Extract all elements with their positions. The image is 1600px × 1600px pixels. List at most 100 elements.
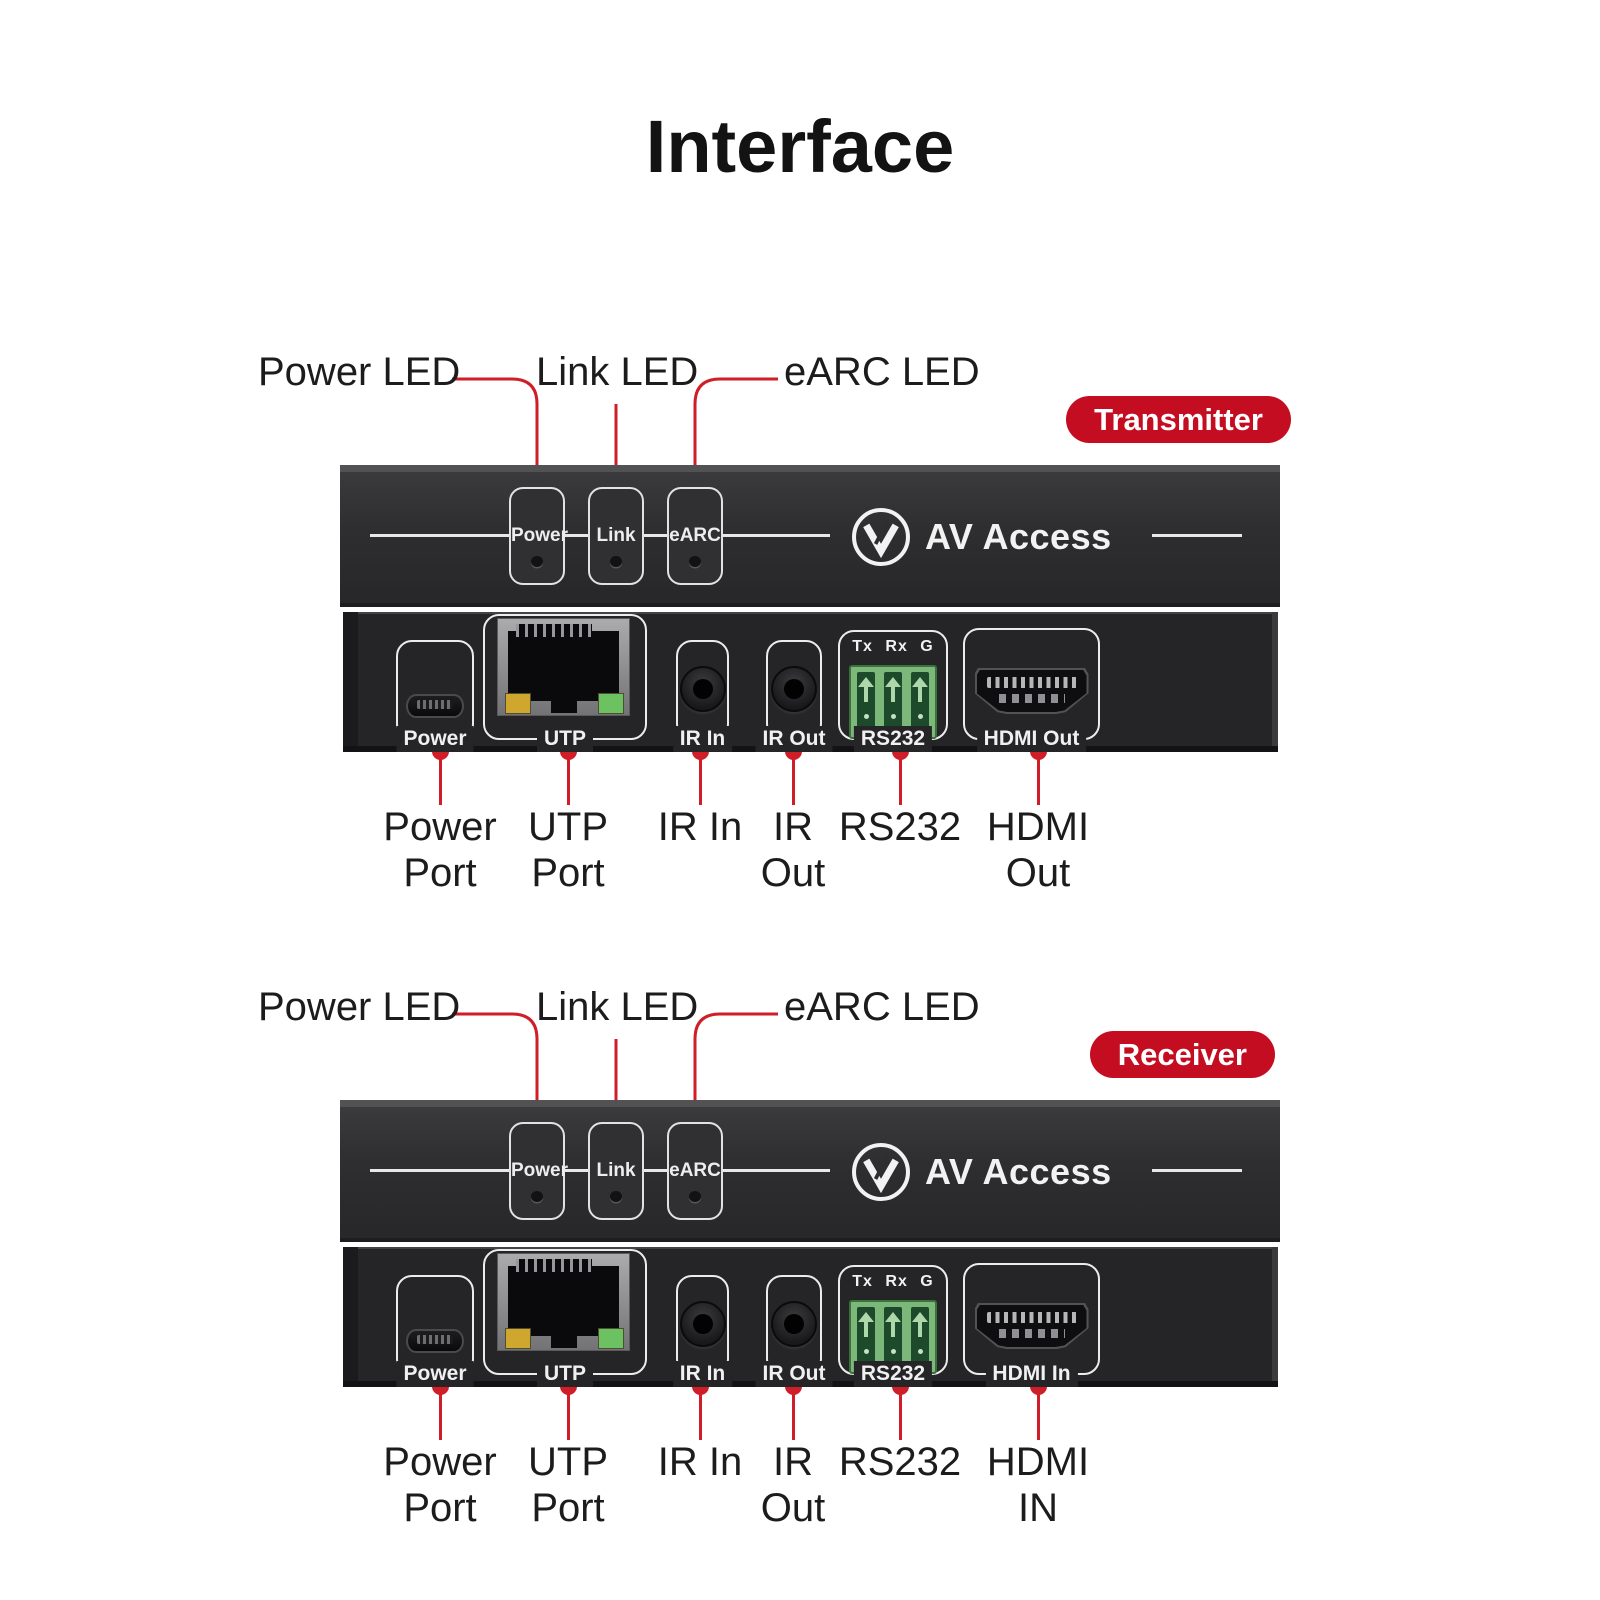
page-title: Interface bbox=[645, 105, 955, 188]
link-led-label: Link bbox=[596, 1160, 636, 1181]
ir-in-port: IR In bbox=[672, 1275, 733, 1387]
earc-led-indicator bbox=[689, 1191, 701, 1202]
ir-in-jack bbox=[679, 1301, 726, 1347]
mini-usb-connector bbox=[406, 694, 464, 718]
hdmi-connector bbox=[974, 668, 1089, 714]
earc-led-callout: eARC LED bbox=[784, 985, 980, 1029]
rj45-notch bbox=[551, 699, 577, 713]
transmitter-section: Power LED Link LED eARC LED Transmitter … bbox=[0, 330, 1600, 910]
earc-led-label: eARC bbox=[669, 525, 721, 546]
av-access-logo: AV Access bbox=[850, 506, 1112, 568]
rs232-pins-label: Tx Rx G bbox=[852, 638, 934, 655]
brand-name: AV Access bbox=[925, 1151, 1112, 1192]
device-front-panel: Power Link eARC AV Access bbox=[340, 1100, 1280, 1242]
mini-usb-connector bbox=[406, 1329, 464, 1353]
utp-port-label: UTP bbox=[537, 1361, 593, 1387]
earc-led-window: eARC bbox=[667, 487, 723, 585]
rs232-slot-g bbox=[911, 1307, 929, 1367]
earc-led-window: eARC bbox=[667, 1122, 723, 1220]
power-led-callout: Power LED bbox=[258, 350, 461, 394]
panel-accent-line bbox=[1152, 1169, 1242, 1172]
rj45-opening bbox=[508, 1266, 619, 1336]
rj45-opening bbox=[508, 631, 619, 701]
utp-port: UTP bbox=[483, 614, 647, 752]
brand-name: AV Access bbox=[925, 516, 1112, 557]
rs232-slot-tx bbox=[857, 672, 875, 732]
power-port-label: Power bbox=[396, 726, 474, 752]
hdmi-port-label: HDMI Out bbox=[976, 726, 1087, 752]
hdmi-connector bbox=[974, 1303, 1089, 1349]
power-led-callout: Power LED bbox=[258, 985, 461, 1029]
receiver-section: Power LED Link LED eARC LED Receiver Pow… bbox=[0, 965, 1600, 1545]
receiver-badge: Receiver bbox=[1089, 1031, 1275, 1078]
utp-yellow-led bbox=[505, 693, 531, 714]
ir-in-port: IR In bbox=[672, 640, 733, 752]
ir-out-port: IR Out bbox=[755, 640, 833, 752]
power-port-label: Power bbox=[396, 1361, 474, 1387]
power-led-label: Power bbox=[511, 1160, 569, 1181]
link-led-indicator bbox=[610, 1191, 622, 1202]
transmitter-badge: Transmitter bbox=[1066, 396, 1291, 443]
ir-out-jack bbox=[771, 1301, 817, 1347]
panel-right-bevel bbox=[1272, 1247, 1278, 1387]
ir-out-port: IR Out bbox=[755, 1275, 833, 1387]
hdmi-pins bbox=[986, 1312, 1077, 1323]
link-led-callout: Link LED bbox=[536, 985, 699, 1029]
power-led-indicator bbox=[531, 1191, 543, 1202]
utp-yellow-led bbox=[505, 1328, 531, 1349]
panel-left-bevel bbox=[343, 612, 358, 752]
av-access-v-icon bbox=[852, 508, 910, 566]
panel-left-bevel bbox=[343, 1247, 358, 1387]
rj45-connector bbox=[497, 1253, 630, 1351]
hdmi-contacts bbox=[998, 1329, 1065, 1338]
device-front-panel: Power Link eARC AV Access bbox=[340, 465, 1280, 607]
rj45-pins bbox=[516, 624, 592, 637]
rs232-port: Tx Rx G RS232 bbox=[838, 630, 948, 752]
panel-right-bevel bbox=[1272, 612, 1278, 752]
power-port: Power bbox=[396, 640, 474, 752]
utp-port: UTP bbox=[483, 1249, 647, 1387]
earc-led-callout: eARC LED bbox=[784, 350, 980, 394]
utp-green-led bbox=[598, 693, 624, 714]
rj45-notch bbox=[551, 1334, 577, 1348]
link-led-window: Link bbox=[588, 487, 644, 585]
ir-out-jack bbox=[771, 666, 817, 712]
rs232-slot-tx bbox=[857, 1307, 875, 1367]
hdmi-opening bbox=[976, 1305, 1087, 1347]
hdmi-port-label: HDMI In bbox=[985, 1361, 1078, 1387]
rs232-port-label: RS232 bbox=[853, 726, 933, 752]
panel-accent-line bbox=[1152, 534, 1242, 537]
ir-out-port-label: IR Out bbox=[755, 1361, 833, 1387]
power-led-window: Power bbox=[509, 487, 569, 585]
hdmi-port: HDMI Out bbox=[963, 628, 1100, 752]
rj45-pins bbox=[516, 1259, 592, 1272]
hdmi-contacts bbox=[998, 694, 1065, 703]
device-rear-panel: Power UTP IR In IR Out bbox=[343, 1247, 1278, 1387]
link-led-callout: Link LED bbox=[536, 350, 699, 394]
earc-led-label: eARC bbox=[669, 1160, 721, 1181]
ir-in-jack bbox=[679, 666, 726, 712]
power-led-indicator bbox=[531, 556, 543, 567]
rj45-connector bbox=[497, 618, 630, 716]
power-led-label: Power bbox=[511, 525, 569, 546]
device-rear-panel: Power UTP IR In IR Out bbox=[343, 612, 1278, 752]
utp-green-led bbox=[598, 1328, 624, 1349]
rs232-slot-g bbox=[911, 672, 929, 732]
rs232-port: Tx Rx G RS232 bbox=[838, 1265, 948, 1387]
rs232-port-label: RS232 bbox=[853, 1361, 933, 1387]
link-led-label: Link bbox=[596, 525, 636, 546]
rs232-slot-rx bbox=[884, 672, 902, 732]
rs232-pins-label: Tx Rx G bbox=[852, 1273, 934, 1290]
hdmi-opening bbox=[976, 670, 1087, 712]
utp-port-label: UTP bbox=[537, 726, 593, 752]
hdmi-pins bbox=[986, 677, 1077, 688]
link-led-window: Link bbox=[588, 1122, 644, 1220]
power-led-window: Power bbox=[509, 1122, 569, 1220]
power-port: Power bbox=[396, 1275, 474, 1387]
hdmi-port: HDMI In bbox=[963, 1263, 1100, 1387]
ir-in-port-label: IR In bbox=[672, 726, 733, 752]
ir-in-port-label: IR In bbox=[672, 1361, 733, 1387]
ir-out-port-label: IR Out bbox=[755, 726, 833, 752]
earc-led-indicator bbox=[689, 556, 701, 567]
